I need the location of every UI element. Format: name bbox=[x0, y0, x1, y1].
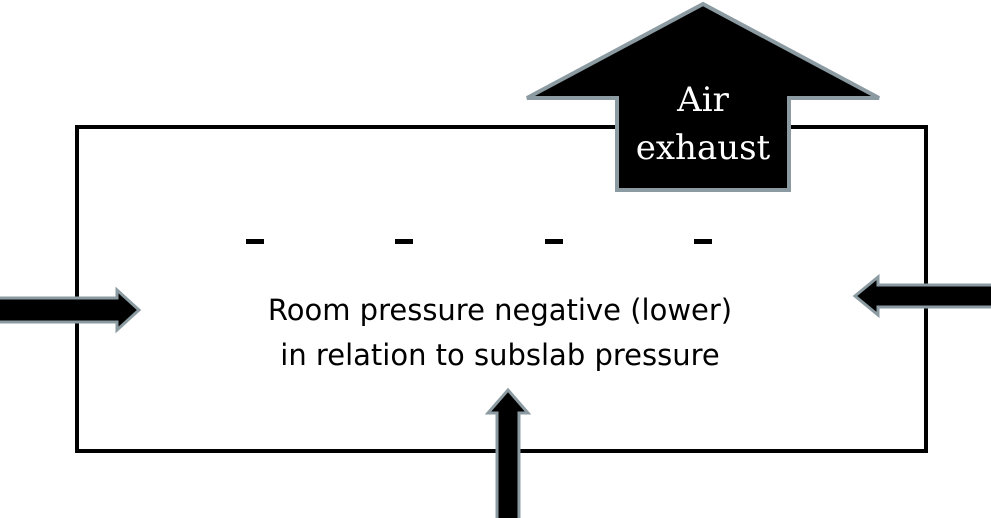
floor-inflow-arrow bbox=[484, 387, 532, 518]
room-label-line1: Room pressure negative (lower) bbox=[268, 293, 732, 327]
negative-signs bbox=[246, 239, 712, 244]
air-exhaust-arrow bbox=[526, 1, 880, 192]
right-inflow-arrow bbox=[852, 273, 991, 319]
negative-sign bbox=[694, 239, 712, 244]
room-label-line2: in relation to subslab pressure bbox=[280, 338, 719, 372]
exhaust-label-line1: Air bbox=[676, 80, 729, 120]
negative-sign bbox=[246, 239, 264, 244]
left-inflow-arrow bbox=[0, 286, 142, 334]
exhaust-label-line2: exhaust bbox=[636, 128, 771, 168]
negative-sign bbox=[545, 239, 563, 244]
negative-sign bbox=[395, 239, 413, 244]
